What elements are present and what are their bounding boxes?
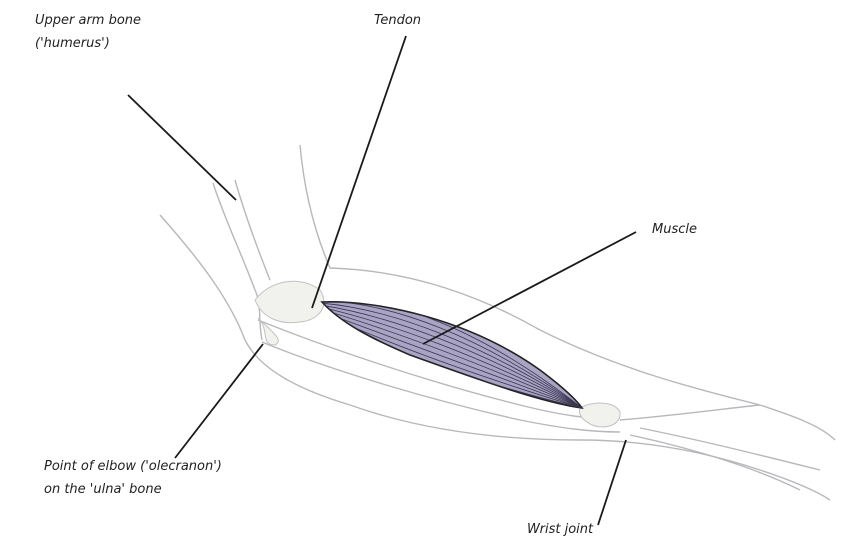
elbow-bones [254,280,621,428]
muscle-leader [422,231,637,345]
muscle-fiber [322,301,582,408]
wrist-label: Wrist joint [527,522,594,537]
humerus-label: Upper arm bone ('humerus') [35,9,141,55]
humerus-label-line1: Upper arm bone [35,13,142,28]
olecranon-leader [174,343,264,459]
muscle-fiber [322,301,582,408]
olecranon-label: Point of elbow ('olecranon') on the 'uln… [44,455,222,501]
wrist-leader [597,439,627,526]
tendon-label: Tendon [374,13,422,28]
muscle-fiber [322,302,582,408]
muscle-fiber [322,307,582,408]
olecranon-label-line2: on the 'ulna' bone [44,482,162,497]
olecranon-label-line1: Point of elbow ('olecranon') [44,459,222,474]
muscle-fiber [322,304,582,408]
leader-lines [127,35,637,526]
muscle-shape [320,301,584,410]
muscle-label: Muscle [652,222,697,237]
muscle-fiber [322,311,582,408]
humerus-leader [127,94,237,201]
arm-outline [159,144,836,501]
humerus-label-line2: ('humerus') [35,36,110,51]
tendon-leader [311,35,407,309]
muscle-fiber [322,309,582,408]
